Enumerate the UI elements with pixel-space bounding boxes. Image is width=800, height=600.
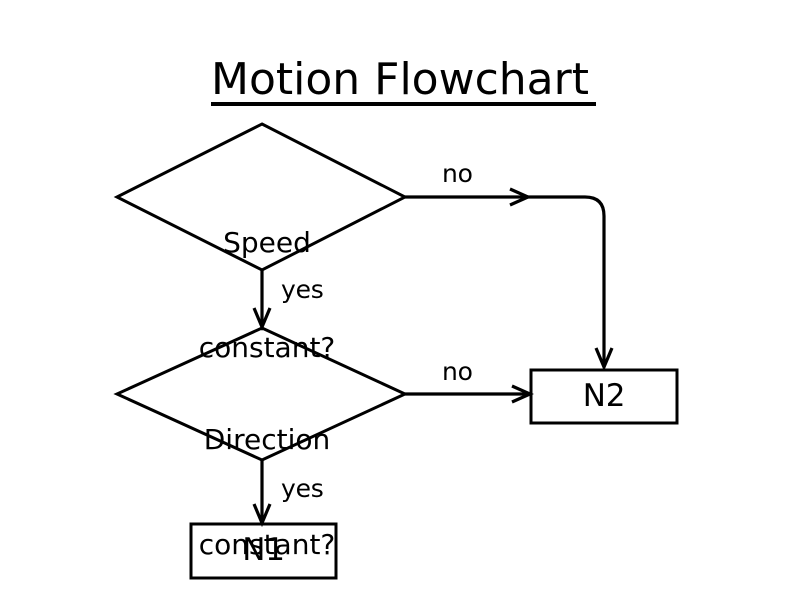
edge-label-direction-yes: yes (281, 474, 324, 503)
edge-speed-yes-arrowhead-icon (252, 307, 272, 332)
edge-speed-no-line (405, 195, 606, 366)
edge-direction-yes-arrowhead-icon (252, 503, 272, 528)
edge-direction-no-arrowhead-icon (511, 384, 534, 404)
decision-label-speed: Speed constant? (147, 155, 387, 435)
decision-label-direction-line2: constant? (198, 528, 336, 561)
page-title: Motion Flowchart (211, 54, 589, 105)
decision-label-direction: Direction constant? (147, 352, 387, 600)
process-shape-n1[interactable] (189, 522, 338, 580)
decision-label-speed-line2: constant? (198, 331, 336, 364)
process-label-n2: N2 (582, 378, 626, 414)
process-shape-n2[interactable] (529, 368, 679, 425)
decision-label-direction-line1: Direction (203, 423, 331, 456)
edge-label-direction-no: no (442, 357, 473, 386)
edge-label-speed-yes: yes (281, 275, 324, 304)
decision-label-speed-line1: Speed (223, 226, 311, 259)
edge-label-speed-no: no (442, 159, 473, 188)
edge-speed-no-midarrow-icon (509, 187, 532, 207)
edge-speed-no-arrowhead-icon (594, 347, 614, 372)
process-label-n1: N1 (242, 532, 285, 568)
